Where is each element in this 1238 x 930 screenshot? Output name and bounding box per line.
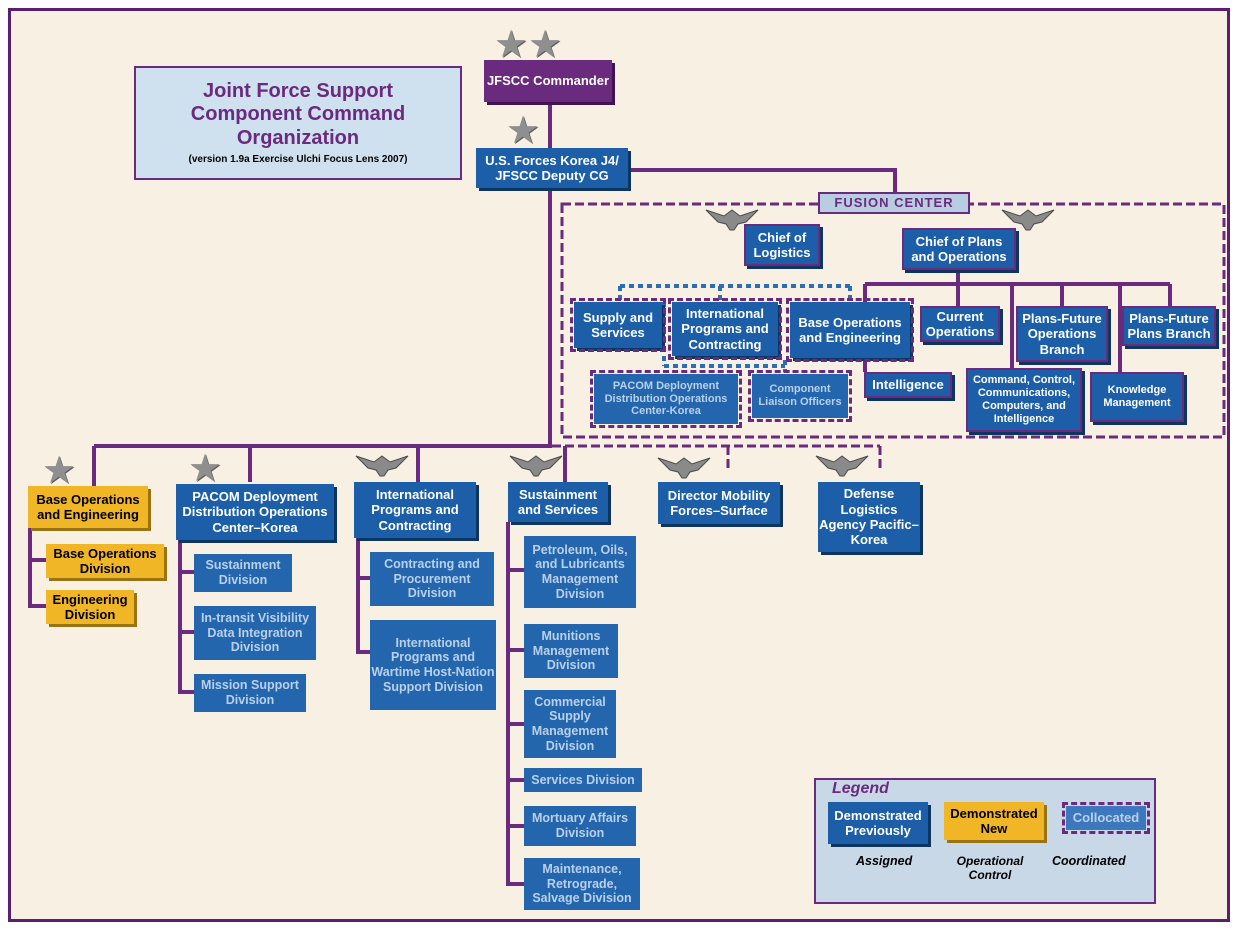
title-version: (version 1.9a Exercise Ulchi Focus Lens … [188,154,408,166]
munitions-division-box: Munitions Management Division [524,624,618,678]
jfscc-commander-box: JFSCC Commander [484,60,612,102]
legend-opcon-label: Operational Control [956,854,1024,883]
fusion-intl-programs-box: International Programs and Contracting [668,298,782,360]
fusion-base-ops-box: Base Operations and Engineering [786,298,914,362]
base-ops-division-box: Base Operations Division [46,544,164,578]
mortuary-division-box: Mortuary Affairs Division [524,806,636,846]
c4i-box: Command, Control, Communications, Comput… [966,368,1082,432]
title-line-3: Organization [236,126,360,149]
title-box: Joint Force Support Component Command Or… [134,66,462,180]
legend-prev-swatch: Demonstrated Previously [828,802,928,844]
knowledge-management-box: Knowledge Management [1090,372,1184,422]
general-star-icon: ★ [494,24,529,66]
contracting-division-box: Contracting and Procurement Division [370,552,494,606]
services-division-box: Services Division [524,768,642,792]
general-star-icon: ★ [42,450,77,492]
itv-division-box: In-transit Visibility Data Integration D… [194,606,316,660]
colonel-eagle-icon [657,457,711,479]
sustainment-division-box: Sustainment Division [194,554,292,592]
legend-assigned-label: Assigned [856,854,913,868]
title-line-1: Joint Force Support [203,79,393,102]
general-star-icon: ★ [506,110,541,152]
commercial-supply-division-box: Commercial Supply Management Division [524,690,616,758]
intl-head-box: International Programs and Contracting [354,482,476,538]
intelligence-box: Intelligence [864,372,952,398]
colonel-eagle-icon [815,455,869,477]
fusion-center-label: FUSION CENTER [818,192,970,214]
chief-of-logistics-box: Chief of Logistics [744,224,820,266]
legend-panel: Legend Demonstrated Previously Demonstra… [814,778,1156,904]
maintenance-division-box: Maintenance, Retrograde, Salvage Divisio… [524,858,640,910]
colonel-eagle-icon [355,455,409,477]
colonel-eagle-icon [705,209,759,231]
plans-future-plans-box: Plans-Future Plans Branch [1122,306,1216,346]
base-ops-head-box: Base Operations and Engineering [28,486,148,528]
legend-title: Legend [832,780,889,797]
director-mobility-box: Director Mobility Forces–Surface [658,482,780,524]
fusion-supply-services-box: Supply and Services [570,298,666,352]
pol-division-box: Petroleum, Oils, and Lubricants Manageme… [524,536,636,608]
deputy-cg-box: U.S. Forces Korea J4/ JFSCC Deputy CG [476,148,628,188]
chief-of-plans-box: Chief of Plans and Operations [902,228,1016,270]
general-star-icon: ★ [528,24,563,66]
dla-box: Defense Logistics Agency Pacific–Korea [818,482,920,552]
fusion-pacom-box: PACOM Deployment Distribution Operations… [590,370,742,428]
title-line-2: Component Command [190,103,406,126]
current-operations-box: Current Operations [920,306,1000,342]
pacom-head-box: PACOM Deployment Distribution Operations… [176,484,334,540]
intl-wartime-division-box: International Programs and Wartime Host-… [370,620,496,710]
colonel-eagle-icon [1001,209,1055,231]
general-star-icon: ★ [188,448,223,490]
colonel-eagle-icon [509,455,563,477]
plans-future-ops-box: Plans-Future Operations Branch [1016,306,1108,362]
legend-coord-label: Coordinated [1052,854,1126,868]
legend-coll-swatch: Collocated [1062,802,1150,834]
legend-new-swatch: Demonstrated New [944,802,1044,840]
sustain-head-box: Sustainment and Services [508,482,608,522]
fusion-liaison-box: Component Liaison Officers [748,370,852,422]
engineering-division-box: Engineering Division [46,590,134,624]
mission-support-division-box: Mission Support Division [194,674,306,712]
